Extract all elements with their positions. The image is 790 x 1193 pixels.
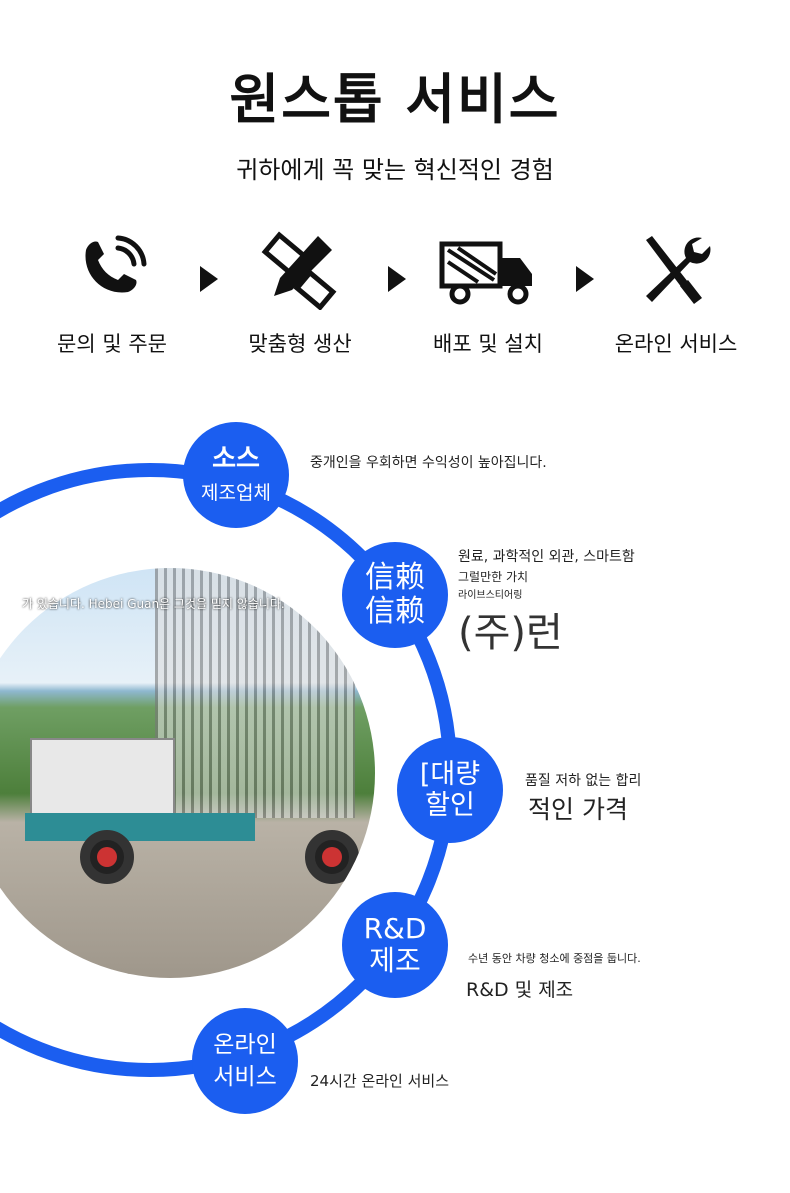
phone-icon: [85, 235, 147, 293]
node-subtitle: 할인: [425, 790, 475, 821]
node-rnd: R&D 제조: [342, 892, 448, 998]
tools-icon: [646, 236, 711, 304]
node-desc: 수년 동안 차량 청소에 중점을 둡니다.: [468, 952, 641, 965]
node-title: [대량: [419, 758, 481, 790]
step-inquiry: 문의 및 주문: [22, 230, 202, 358]
node-online-service: 온라인 서비스: [192, 1008, 298, 1114]
node-desc: 원료, 과학적인 외관, 스마트함: [458, 549, 635, 565]
watermark-text: (주)런: [458, 610, 563, 656]
overlay-text: 라이브스티어링: [458, 590, 523, 601]
step-label: 배포 및 설치: [433, 332, 543, 356]
page-title: 원스톱 서비스: [229, 68, 561, 131]
node-desc: 품질 저하 없는 합리: [525, 773, 642, 789]
pencil-ruler-icon: [261, 231, 337, 310]
step-online-service: 온라인 서비스: [586, 230, 766, 358]
node-bulk-discount: [대량 할인: [397, 737, 503, 843]
step-production: 맞춤형 생산: [210, 230, 390, 358]
node-title: 信赖: [365, 559, 425, 595]
arrow-icon: [388, 266, 406, 292]
step-delivery: 배포 및 설치: [398, 230, 578, 358]
node-subtitle: 제조: [369, 944, 421, 977]
node-subtitle: 제조업체: [201, 482, 271, 505]
node-title: 소스: [212, 444, 260, 475]
node-desc: 중개인을 우회하면 수익성이 높아집니다.: [310, 455, 547, 471]
node-title: 온라인: [213, 1031, 277, 1058]
page-subtitle: 귀하에게 꼭 맞는 혁신적인 경험: [236, 156, 554, 184]
node-title: R&D: [363, 911, 427, 945]
step-label: 맞춤형 생산: [248, 332, 352, 356]
arrow-icon: [200, 266, 218, 292]
node-subtitle: 서비스: [213, 1064, 277, 1090]
step-label: 문의 및 주문: [57, 332, 167, 356]
node-source: 소스 제조업체: [183, 422, 289, 528]
truck-icon: [439, 241, 532, 305]
node-desc-large: R&D 및 제조: [466, 979, 574, 1001]
node-desc: 24시간 온라인 서비스: [310, 1072, 450, 1090]
step-label: 온라인 서비스: [614, 332, 738, 356]
node-subtitle: 信赖: [365, 594, 425, 629]
arrow-icon: [576, 266, 594, 292]
overlay-text: 그럴만한 가치: [458, 570, 529, 584]
node-desc-large: 적인 가격: [528, 795, 628, 824]
product-photo-tricycle: [0, 568, 375, 978]
node-trust: 信赖 信赖: [342, 542, 448, 648]
overlay-text: 가 있습니다. Hebei Guan은 그것을 믿지 않습니다.: [22, 597, 285, 611]
